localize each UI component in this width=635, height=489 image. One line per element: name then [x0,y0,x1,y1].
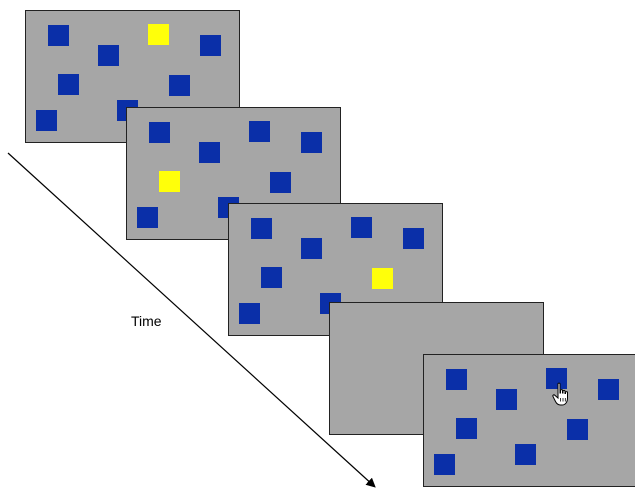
yellow-square [372,268,393,289]
blue-square [270,172,291,193]
blue-square [169,75,190,96]
blue-square[interactable] [496,389,517,410]
frame-5-response [423,354,635,487]
blue-square [36,110,57,131]
blue-square[interactable] [446,369,467,390]
time-arrow-line [7,152,376,488]
blue-square [351,217,372,238]
blue-square [301,132,322,153]
blue-square [403,228,424,249]
blue-square[interactable] [567,419,588,440]
blue-square [58,74,79,95]
blue-square [249,121,270,142]
blue-square[interactable] [456,418,477,439]
blue-square[interactable] [515,444,536,465]
yellow-square [148,24,169,45]
blue-square[interactable] [546,368,567,389]
yellow-square [159,171,180,192]
blue-square [98,45,119,66]
blue-square [149,122,170,143]
blue-square [48,25,69,46]
blue-square[interactable] [434,454,455,475]
blue-square [200,35,221,56]
blue-square [261,267,282,288]
blue-square [137,207,158,228]
blue-square[interactable] [598,379,619,400]
blue-square [301,238,322,259]
blue-square [251,218,272,239]
hand-pointer-icon [552,382,568,406]
blue-square [199,142,220,163]
blue-square [239,303,260,324]
time-label: Time [131,313,162,329]
